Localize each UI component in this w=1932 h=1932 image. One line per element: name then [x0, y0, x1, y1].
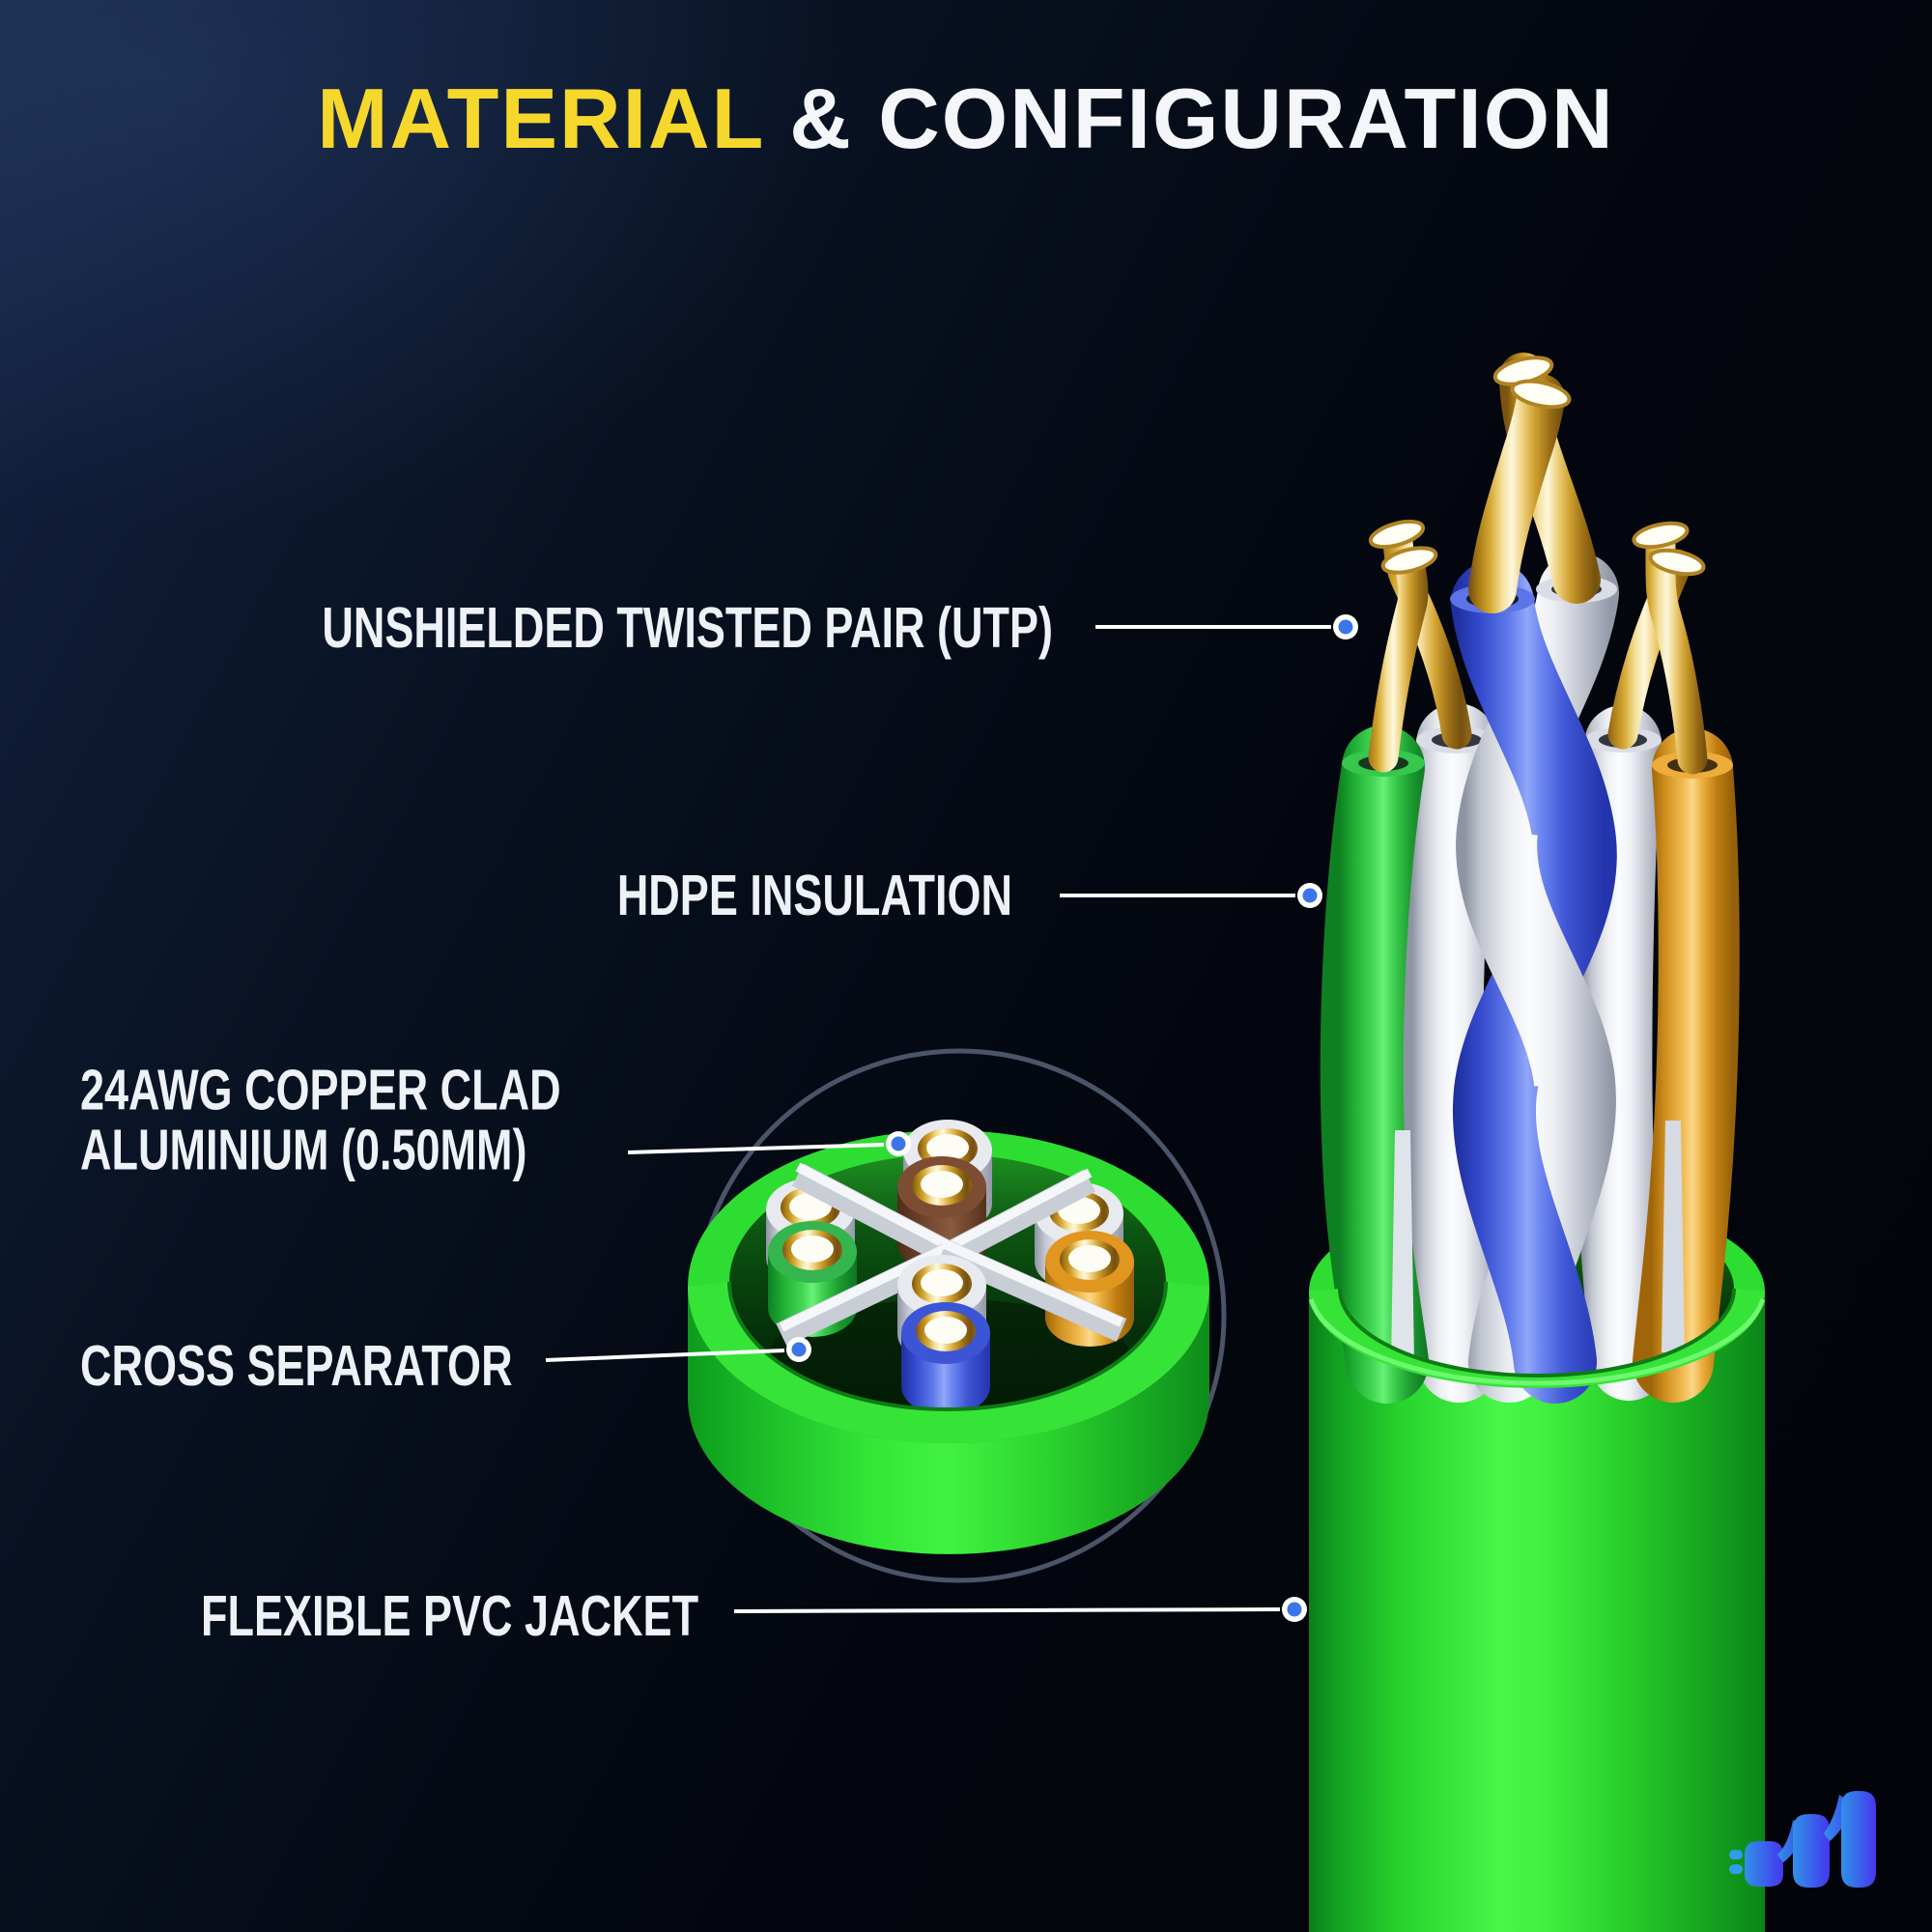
callout-dots — [786, 614, 1358, 1622]
jacket-rim — [1308, 1288, 1766, 1388]
label-pvc-jacket: FLEXIBLE PVC JACKET — [201, 1582, 699, 1649]
awg-callout-line — [627, 1143, 885, 1154]
brand-logo — [1729, 1791, 1876, 1888]
label-cross-separator: CROSS SEPARATOR — [80, 1332, 513, 1399]
title-highlight: MATERIAL — [317, 71, 764, 166]
cross-section — [688, 1048, 1227, 1583]
twisted-pairs — [1320, 353, 1740, 1404]
callouts — [545, 625, 1331, 1613]
section-wire-blue — [901, 1302, 990, 1415]
label-awg: 24AWG COPPER CLAD ALUMINIUM (0.50MM) — [80, 1057, 561, 1182]
title-rest: & CONFIGURATION — [789, 71, 1615, 166]
cross-separator-arms-upper — [791, 1162, 1096, 1269]
cross-callout-line — [545, 1349, 785, 1362]
pvc-callout-line — [733, 1607, 1281, 1613]
label-hdpe: HDPE INSULATION — [616, 862, 1012, 928]
page-title: MATERIAL & CONFIGURATION — [0, 70, 1932, 168]
label-utp: UNSHIELDED TWISTED PAIR (UTP) — [322, 594, 1053, 661]
